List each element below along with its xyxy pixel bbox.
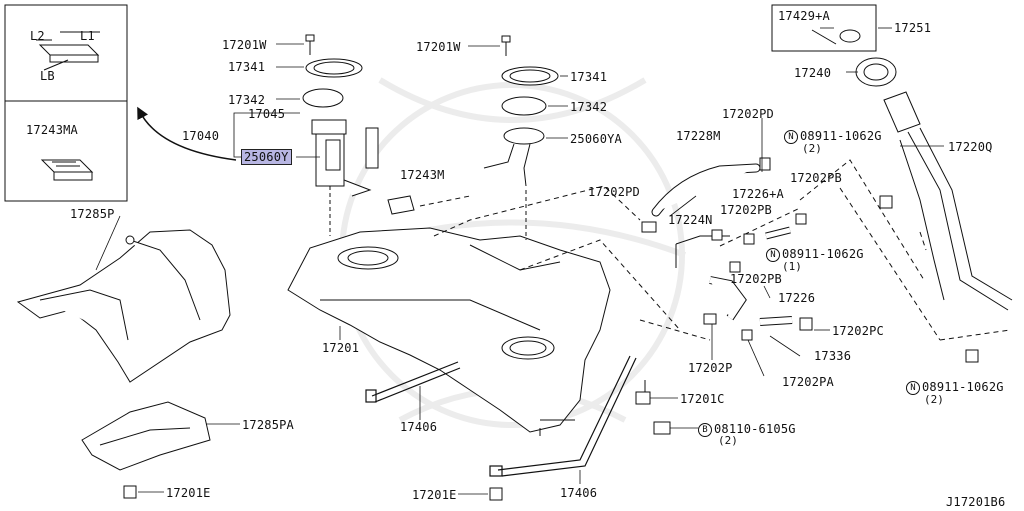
part-17240-label[interactable]: 17240 (794, 66, 832, 80)
bolts (123, 380, 671, 501)
part-17202PA-label[interactable]: 17202PA (782, 375, 834, 389)
part-17429A-label[interactable]: 17429+A (778, 9, 830, 23)
dimension-l1-label: L1 (80, 29, 95, 43)
part-17342-label-left[interactable]: 17342 (228, 93, 266, 107)
part-17201W-label-right[interactable]: 17201W (416, 40, 461, 54)
part-17040-label[interactable]: 17040 (182, 129, 220, 143)
part-17220Q-label[interactable]: 17220Q (948, 140, 993, 154)
part-17243M-label[interactable]: 17243M (400, 168, 445, 182)
diagram-code: J17201B6 (946, 495, 1006, 509)
part-08911-qty-middle: (1) (782, 260, 802, 273)
part-17341-label-right[interactable]: 17341 (570, 70, 608, 84)
dimension-inset-box (4, 4, 128, 102)
part-08110-qty: (2) (718, 434, 738, 447)
leader-lines (95, 27, 944, 495)
circle-b-icon: B (698, 423, 712, 437)
part-17201W-label-left[interactable]: 17201W (222, 38, 267, 52)
part-17201E-label-right[interactable]: 17201E (412, 488, 457, 502)
heat-shield-17285P (16, 229, 231, 383)
part-17228M-label[interactable]: 17228M (676, 129, 721, 143)
filler-tube-17220Q (855, 57, 1013, 363)
part-25060Y-label-highlighted[interactable]: 25060Y (241, 149, 292, 165)
hoses-and-clamps (641, 157, 813, 341)
part-17202PD-label-left[interactable]: 17202PD (588, 185, 640, 199)
part-17243MA-label[interactable]: 17243MA (26, 123, 78, 137)
part-17285P-label[interactable]: 17285P (70, 207, 115, 221)
part-17224N-label[interactable]: 17224N (668, 213, 713, 227)
part-25060YA-label[interactable]: 25060YA (570, 132, 622, 146)
part-17285PA-label[interactable]: 17285PA (242, 418, 294, 432)
part-17226A-label[interactable]: 17226+A (732, 187, 784, 201)
part-17342-label-right[interactable]: 17342 (570, 100, 608, 114)
dimension-lb-label: LB (40, 69, 55, 83)
part-08110-6105G-number: 08110-6105G (714, 422, 796, 436)
part-17406-label-left[interactable]: 17406 (400, 420, 438, 434)
part-08911-1062G-number-top: 08911-1062G (800, 129, 882, 143)
part-08911-1062G-number-bottom: 08911-1062G (922, 380, 1004, 394)
part-17406-label-right[interactable]: 17406 (560, 486, 598, 500)
circle-n-icon: N (766, 248, 780, 262)
fuel-pump-left-assembly (302, 34, 415, 236)
part-08911-1062G-number-middle: 08911-1062G (782, 247, 864, 261)
part-17336-label[interactable]: 17336 (814, 349, 852, 363)
part-17202PB-label-top[interactable]: 17202PB (790, 171, 842, 185)
part-08911-qty-bottom: (2) (924, 393, 944, 406)
part-17045-label[interactable]: 17045 (248, 107, 286, 121)
part-17201E-label-left[interactable]: 17201E (166, 486, 211, 500)
part-17202PC-label[interactable]: 17202PC (832, 324, 884, 338)
part-17341-label-left[interactable]: 17341 (228, 60, 266, 74)
reference-arrow (137, 106, 237, 161)
fuel-tank-17201 (287, 227, 611, 436)
cap-inset-box (771, 4, 877, 52)
part-17226-label[interactable]: 17226 (778, 291, 816, 305)
circle-n-icon: N (784, 130, 798, 144)
part-17202P-label[interactable]: 17202P (688, 361, 733, 375)
part-17202PB-label-bottom[interactable]: 17202PB (730, 272, 782, 286)
heat-shield-17285PA (81, 401, 211, 471)
part-17201-label[interactable]: 17201 (322, 341, 360, 355)
part-17201C-label[interactable]: 17201C (680, 392, 725, 406)
part-08911-qty-top: (2) (802, 142, 822, 155)
circle-n-icon: N (906, 381, 920, 395)
part-17202PB-label-middle[interactable]: 17202PB (720, 203, 772, 217)
fuel-pump-right-assembly (483, 35, 559, 240)
dashed-guide-lines (419, 159, 1011, 341)
tank-strap-17406 (365, 355, 637, 477)
label-sheet-inset-box (4, 100, 128, 202)
part-17251-label[interactable]: 17251 (894, 21, 932, 35)
dimension-l2-label: L2 (30, 29, 45, 43)
part-17202PD-label-top[interactable]: 17202PD (722, 107, 774, 121)
